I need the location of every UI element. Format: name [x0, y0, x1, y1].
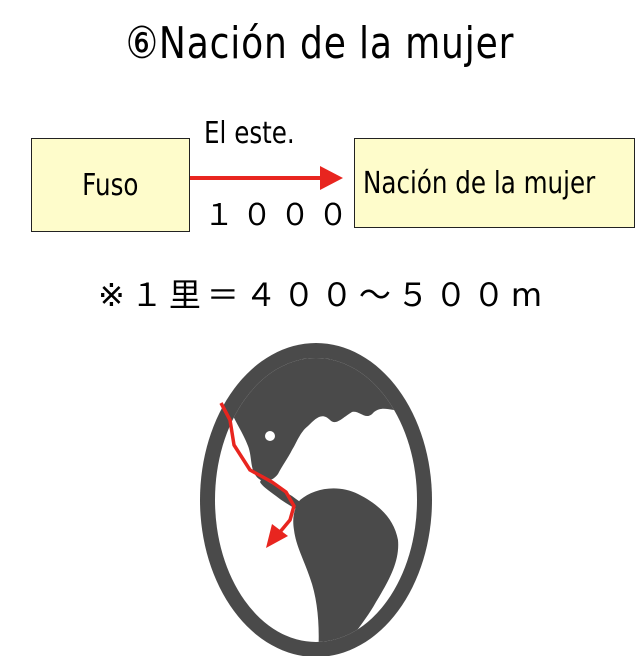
unit-note: ※１里＝４００～５００m — [98, 276, 548, 314]
origin-box: Fuso — [31, 138, 190, 232]
south-america-shape — [293, 488, 399, 642]
destination-label: Nación de la mujer — [363, 165, 596, 201]
destination-box: Nación de la mujer — [354, 138, 635, 228]
direction-label: El este. — [204, 116, 295, 151]
origin-label: Fuso — [82, 167, 139, 203]
page-title: ⑥Nación de la mujer — [125, 18, 515, 69]
lake-shape — [265, 431, 275, 441]
east-arrow — [190, 166, 343, 190]
east-arrow-head — [320, 166, 343, 190]
globe-americas-icon — [200, 343, 432, 656]
route-arrow-head — [266, 524, 288, 548]
route-path — [219, 402, 296, 534]
